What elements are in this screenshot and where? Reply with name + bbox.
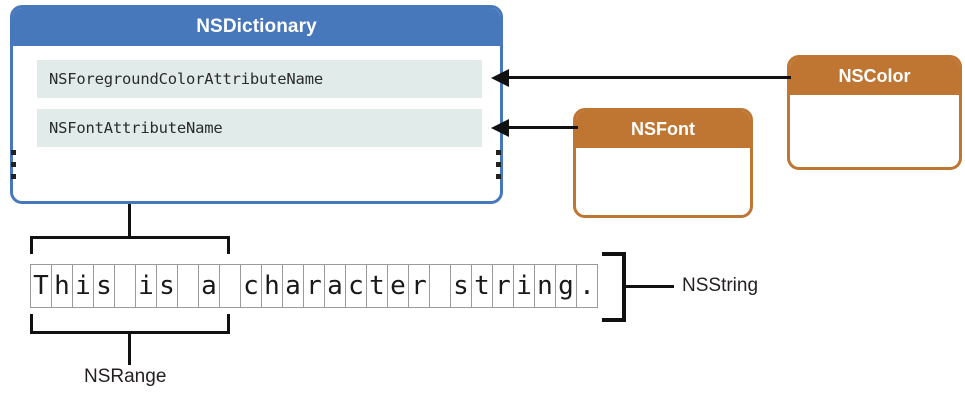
nsrange-leader-line [128,331,131,365]
nsrange-bracket-right-tick [227,314,230,332]
character-cell: i [135,264,157,308]
character-cell: r [303,264,325,308]
dictionary-key-label: NSFontAttributeName [49,119,223,137]
character-cell [114,264,136,308]
character-cell [219,264,241,308]
character-cell: s [93,264,115,308]
character-cell [177,264,199,308]
nsfont-title: NSFont [576,111,750,148]
nsfont-to-row-connector [508,126,578,129]
nsstring-leader-line [626,285,674,288]
arrow-head-left-icon [491,68,509,87]
character-cell: g [555,264,577,308]
character-cell: t [366,264,388,308]
nsstring-label: NSString [682,275,759,296]
character-cell: r [492,264,514,308]
nsrange-label: NSRange [84,366,167,387]
character-cell: . [576,264,598,308]
dictionary-to-string-connector [128,204,131,236]
character-cell: a [324,264,346,308]
character-cell: r [408,264,430,308]
range-bracket-top [30,236,230,239]
character-cell: a [282,264,304,308]
character-cell: a [198,264,220,308]
nscolor-title: NSColor [790,58,959,95]
arrow-head-left-icon [491,118,509,137]
character-cell: e [387,264,409,308]
dictionary-row: NSForegroundColorAttributeName [37,60,482,98]
nsstring-bracket-top-tick [602,252,626,256]
nscolor-to-row-connector [508,76,791,79]
nsdictionary-box: NSDictionary NSForegroundColorAttributeN… [10,5,503,204]
dictionary-key-label: NSForegroundColorAttributeName [49,70,323,88]
character-cell: s [450,264,472,308]
vertical-ellipsis-icon [496,150,501,179]
character-cell [429,264,451,308]
character-cell: t [471,264,493,308]
character-cell: T [30,264,52,308]
character-cell: s [156,264,178,308]
character-cell: n [534,264,556,308]
character-cell: i [72,264,94,308]
nsstring-bracket-bottom-tick [602,318,626,322]
nsdictionary-title: NSDictionary [13,8,500,46]
nsstring-bracket [622,252,626,322]
dictionary-row: NSFontAttributeName [37,109,482,147]
vertical-ellipsis-icon [11,150,16,179]
character-cell: i [513,264,535,308]
nscolor-box: NSColor [787,55,962,170]
nsrange-bracket-left-tick [30,314,33,332]
nsfont-box: NSFont [573,108,753,218]
range-bracket-top-right-tick [227,236,230,254]
character-cell: c [240,264,262,308]
character-cell: h [51,264,73,308]
range-bracket-top-left-tick [30,236,33,254]
character-cell: h [261,264,283,308]
character-cell: c [345,264,367,308]
